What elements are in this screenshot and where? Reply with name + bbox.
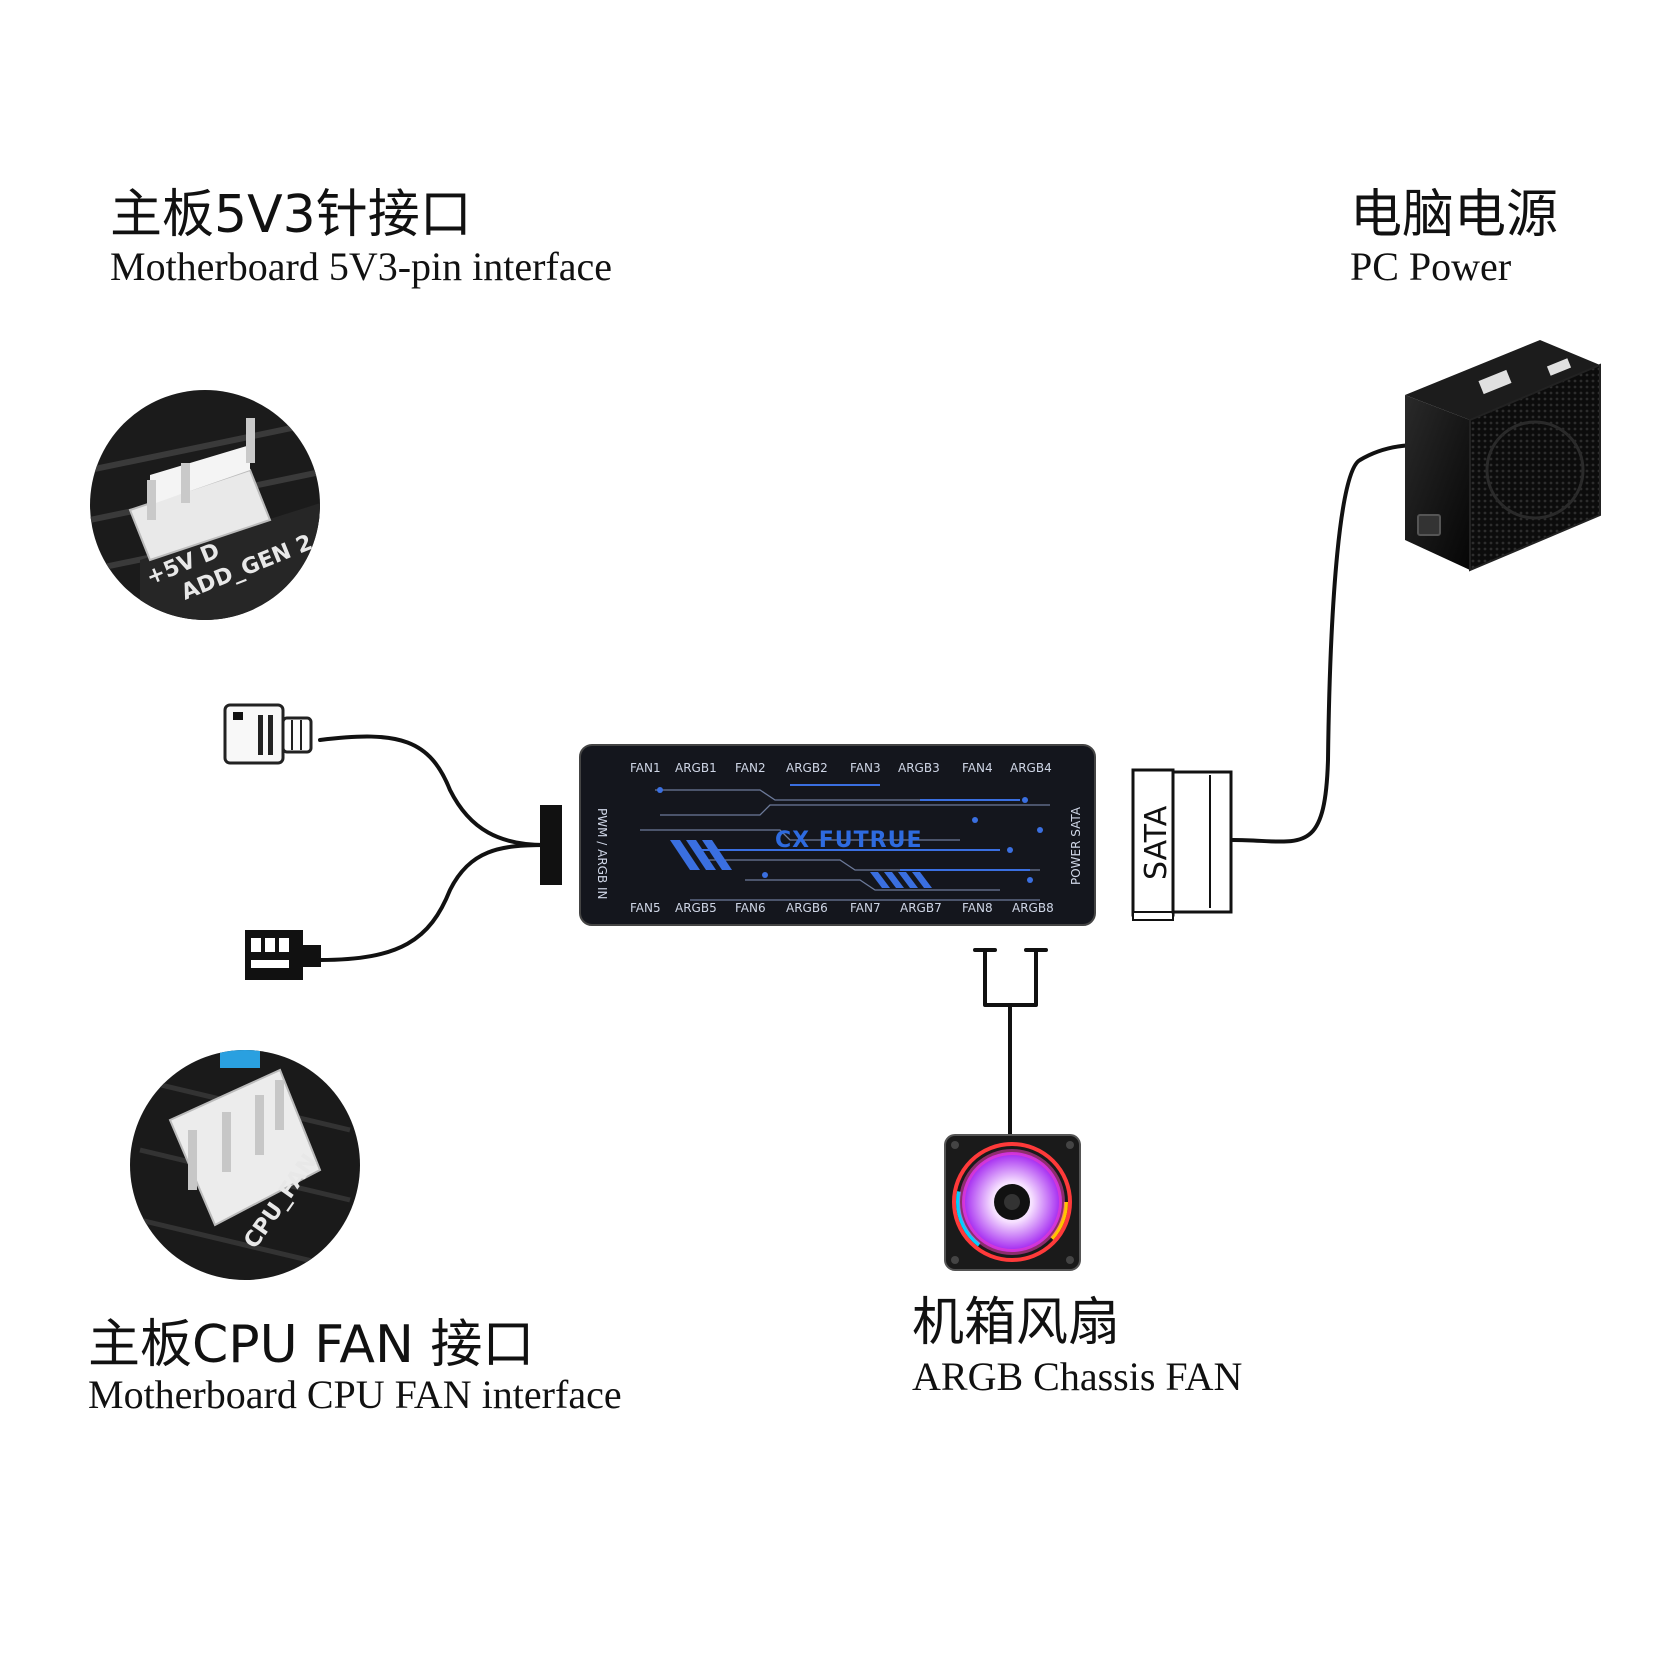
chassis-fan-label-cn: 机箱风扇 xyxy=(912,1293,1120,1353)
mb-3pin-label: 主板5V3针接口 Motherboard 5V3-pin interface xyxy=(110,185,612,289)
mb-cpu-fan-header-photo: CPU_FAN xyxy=(130,1050,360,1280)
hub-power-side-label: POWER SATA xyxy=(1069,806,1083,885)
psu-sata-cable xyxy=(1231,443,1420,844)
sata-label: SATA xyxy=(1139,805,1174,880)
chassis-fan-label-en: ARGB Chassis FAN xyxy=(912,1354,1242,1399)
sata-connector: SATA xyxy=(1131,768,1233,921)
chassis-fan-label: 机箱风扇 ARGB Chassis FAN xyxy=(912,1293,1242,1399)
hub-port-label: ARGB3 xyxy=(898,761,940,775)
fan-hub: CX FUTRUE PWM / ARGB IN POWER SATA FAN1 … xyxy=(579,744,1096,926)
pc-power-label-cn: 电脑电源 xyxy=(1350,185,1558,245)
hub-port-label: FAN4 xyxy=(962,761,993,775)
hub-port-label: FAN2 xyxy=(735,761,766,775)
hub-logo: CX FUTRUE xyxy=(775,828,923,853)
cpu-fan-label-en: Motherboard CPU FAN interface xyxy=(88,1372,622,1417)
hub-top-ports: FAN1 ARGB1 FAN2 ARGB2 FAN3 ARGB3 FAN4 AR… xyxy=(630,761,1052,775)
hub-port-label: ARGB8 xyxy=(1012,901,1054,915)
cpu-fan-label-cn: 主板CPU FAN 接口 xyxy=(88,1315,534,1375)
argb-chassis-fan xyxy=(944,1134,1081,1271)
mb-3pin-label-cn: 主板5V3针接口 xyxy=(110,185,472,245)
hub-port-label: ARGB2 xyxy=(786,761,828,775)
hub-port-label: FAN5 xyxy=(630,901,661,915)
mb-3pin-header-photo: +5V D ADD_GEN 2 xyxy=(90,390,320,620)
hub-bottom-ports: FAN5 ARGB5 FAN6 ARGB6 FAN7 ARGB7 FAN8 AR… xyxy=(630,901,1054,915)
psu-unit xyxy=(1405,340,1601,572)
y-splitter-cable xyxy=(318,734,547,962)
hub-port-label: ARGB6 xyxy=(786,901,828,915)
chassis-fan-cable xyxy=(973,948,1048,1142)
hub-port-label: ARGB1 xyxy=(675,761,717,775)
cpu-fan-label: 主板CPU FAN 接口 Motherboard CPU FAN interfa… xyxy=(88,1315,622,1417)
hub-input-side-label: PWM / ARGB IN xyxy=(595,808,609,900)
hub-port-label: FAN6 xyxy=(735,901,766,915)
hub-port-label: FAN1 xyxy=(630,761,661,775)
argb-3pin-connector xyxy=(223,703,313,765)
hub-port-label: ARGB7 xyxy=(900,901,942,915)
pc-power-label-en: PC Power xyxy=(1350,244,1511,289)
pc-power-label: 电脑电源 PC Power xyxy=(1350,185,1558,289)
hub-input-connector xyxy=(540,805,562,885)
hub-traces xyxy=(640,784,1050,901)
hub-port-label: ARGB4 xyxy=(1010,761,1052,775)
fan-4pin-connector xyxy=(245,930,321,980)
mb-3pin-label-en: Motherboard 5V3-pin interface xyxy=(110,244,612,289)
hub-port-label: FAN3 xyxy=(850,761,881,775)
hub-port-label: ARGB5 xyxy=(675,901,717,915)
hub-port-label: FAN8 xyxy=(962,901,993,915)
hub-port-label: FAN7 xyxy=(850,901,881,915)
